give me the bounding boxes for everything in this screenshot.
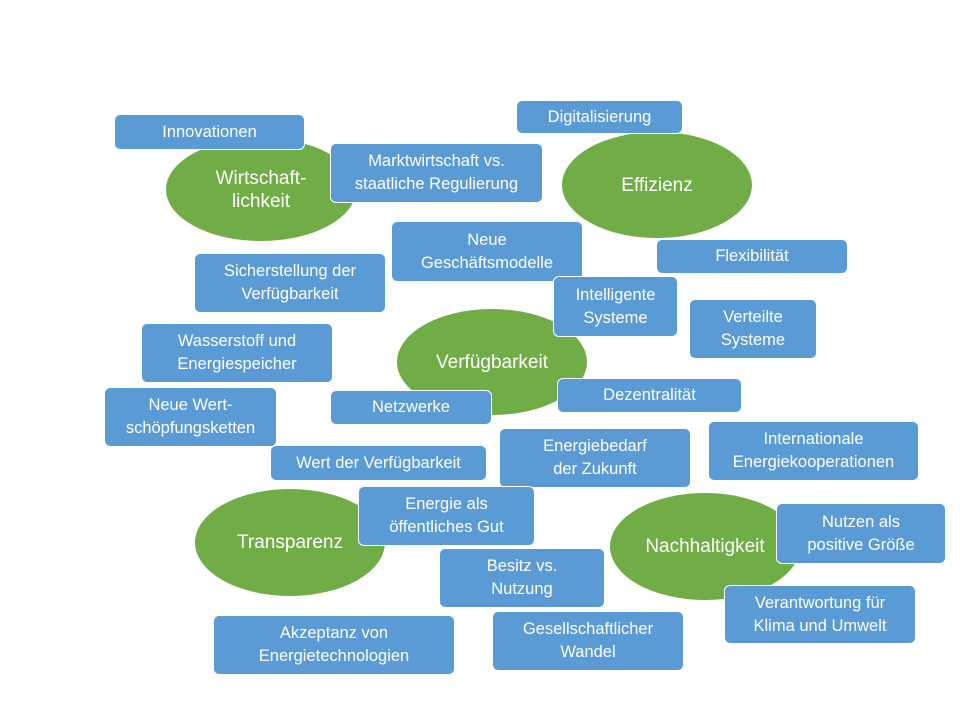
- box-innovationen: Innovationen: [114, 114, 305, 150]
- box-digitalisierung: Digitalisierung: [516, 100, 683, 134]
- box-besitz: Besitz vs. Nutzung: [439, 548, 605, 608]
- ellipse-wirtschaftlichkeit: Wirtschaft- lichkeit: [166, 138, 356, 241]
- box-wert-verfuegbarkeit: Wert der Verfügbarkeit: [270, 445, 487, 481]
- box-neue-wertschoepfung: Neue Wert- schöpfungsketten: [104, 387, 277, 447]
- box-energiebedarf: Energiebedarf der Zukunft: [499, 428, 691, 488]
- box-nutzen: Nutzen als positive Größe: [776, 503, 946, 564]
- box-flexibilitaet: Flexibilität: [656, 239, 848, 274]
- box-internationale: Internationale Energiekooperationen: [708, 421, 919, 481]
- box-energie-oeffentlich: Energie als öffentliches Gut: [358, 486, 535, 546]
- ellipse-effizienz: Effizienz: [562, 132, 752, 238]
- ellipse-transparenz: Transparenz: [195, 489, 385, 596]
- box-gesellschaftlich: Gesellschaftlicher Wandel: [492, 611, 684, 671]
- box-verteilte-systeme: Verteilte Systeme: [689, 299, 817, 359]
- ellipse-label: Nachhaltigkeit: [645, 536, 765, 557]
- ellipse-label: Transparenz: [237, 532, 343, 553]
- box-netzwerke: Netzwerke: [330, 390, 492, 425]
- box-dezentralitaet: Dezentralität: [557, 378, 742, 413]
- box-verantwortung: Verantwortung für Klima und Umwelt: [724, 585, 916, 644]
- box-wasserstoff: Wasserstoff und Energiespeicher: [141, 323, 333, 383]
- ellipse-label: Wirtschaft- lichkeit: [215, 167, 307, 212]
- ellipse-label: Effizienz: [621, 174, 693, 196]
- ellipse-label: Verfügbarkeit: [436, 351, 548, 373]
- box-neue-geschaeftsmodelle: Neue Geschäftsmodelle: [391, 221, 583, 282]
- ellipse-nachhaltigkeit: Nachhaltigkeit: [610, 493, 800, 600]
- box-akzeptanz: Akzeptanz von Energietechnologien: [213, 615, 455, 675]
- box-sicherstellung: Sicherstellung der Verfügbarkeit: [194, 253, 386, 313]
- box-intelligente-systeme: Intelligente Systeme: [553, 276, 678, 337]
- box-marktwirtschaft: Marktwirtschaft vs. staatliche Regulieru…: [330, 143, 543, 203]
